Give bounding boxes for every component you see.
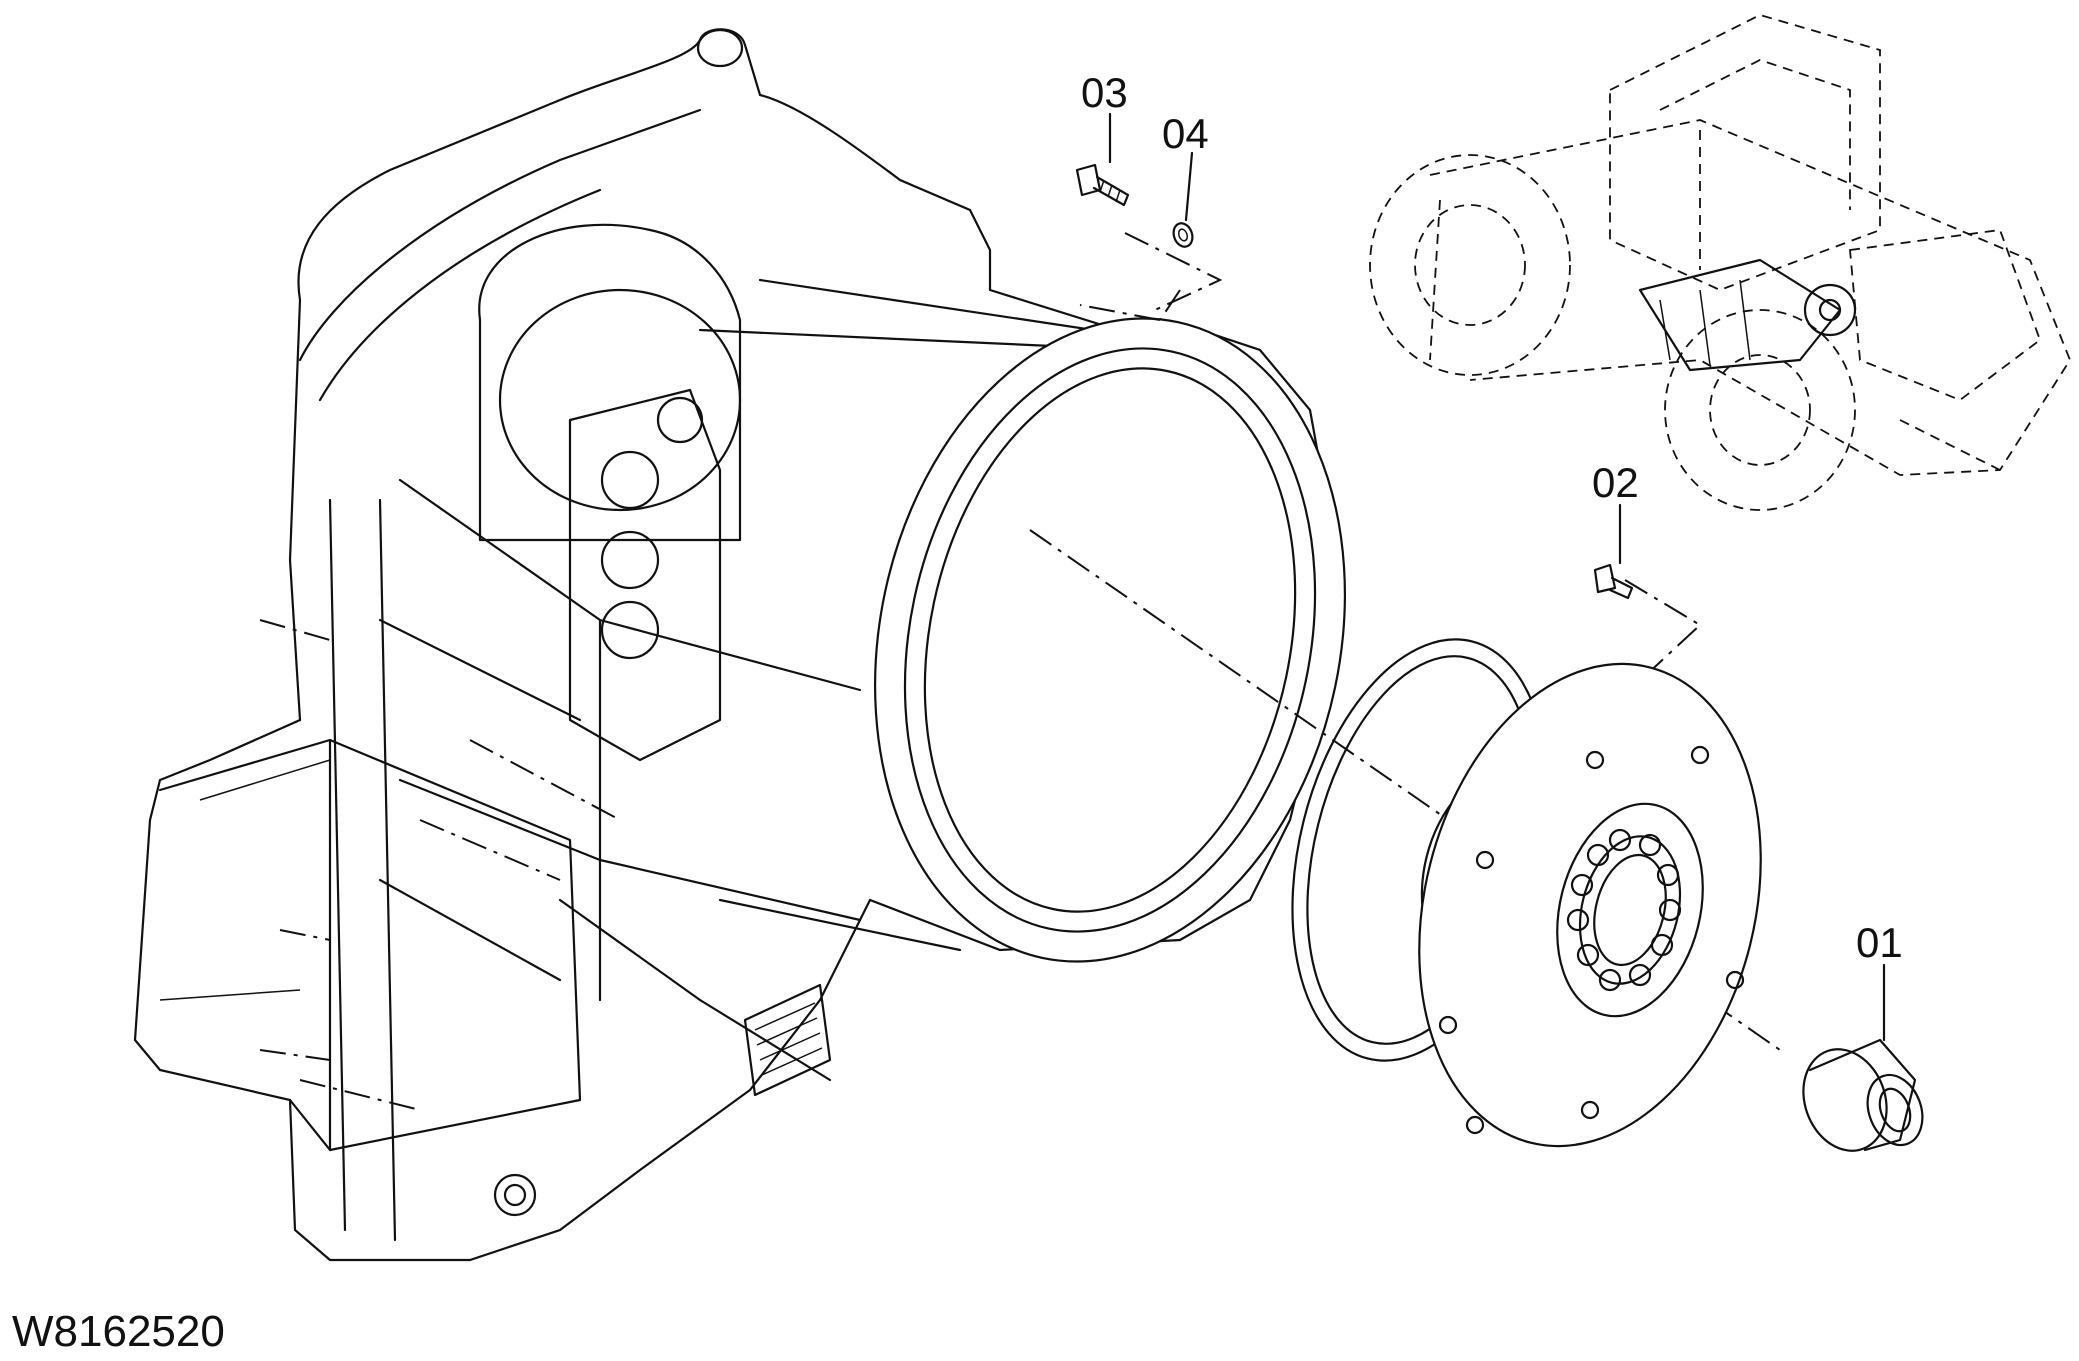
- bolt-03: [1075, 163, 1130, 207]
- bushing-01: [1802, 1038, 1924, 1152]
- leader-04: [1184, 151, 1194, 222]
- valve-block: [568, 388, 722, 762]
- chain-row: [298, 108, 702, 1242]
- bolt-02: [1593, 563, 1634, 600]
- flex-plate: [1418, 662, 1762, 1148]
- washer-04: [1172, 222, 1194, 248]
- callout-label-04: 04: [1162, 110, 1209, 157]
- tractor-locator-inset: [1369, 14, 2072, 511]
- nameplate: [743, 983, 832, 1097]
- callout-label-01: 01: [1856, 919, 1903, 966]
- bell-housing: [698, 278, 1347, 963]
- drawing-code: W8162520: [12, 1307, 225, 1356]
- callout-label-03: 03: [1081, 69, 1128, 116]
- transmission-housing: [133, 28, 1347, 1262]
- callout-label-02: 02: [1592, 459, 1639, 506]
